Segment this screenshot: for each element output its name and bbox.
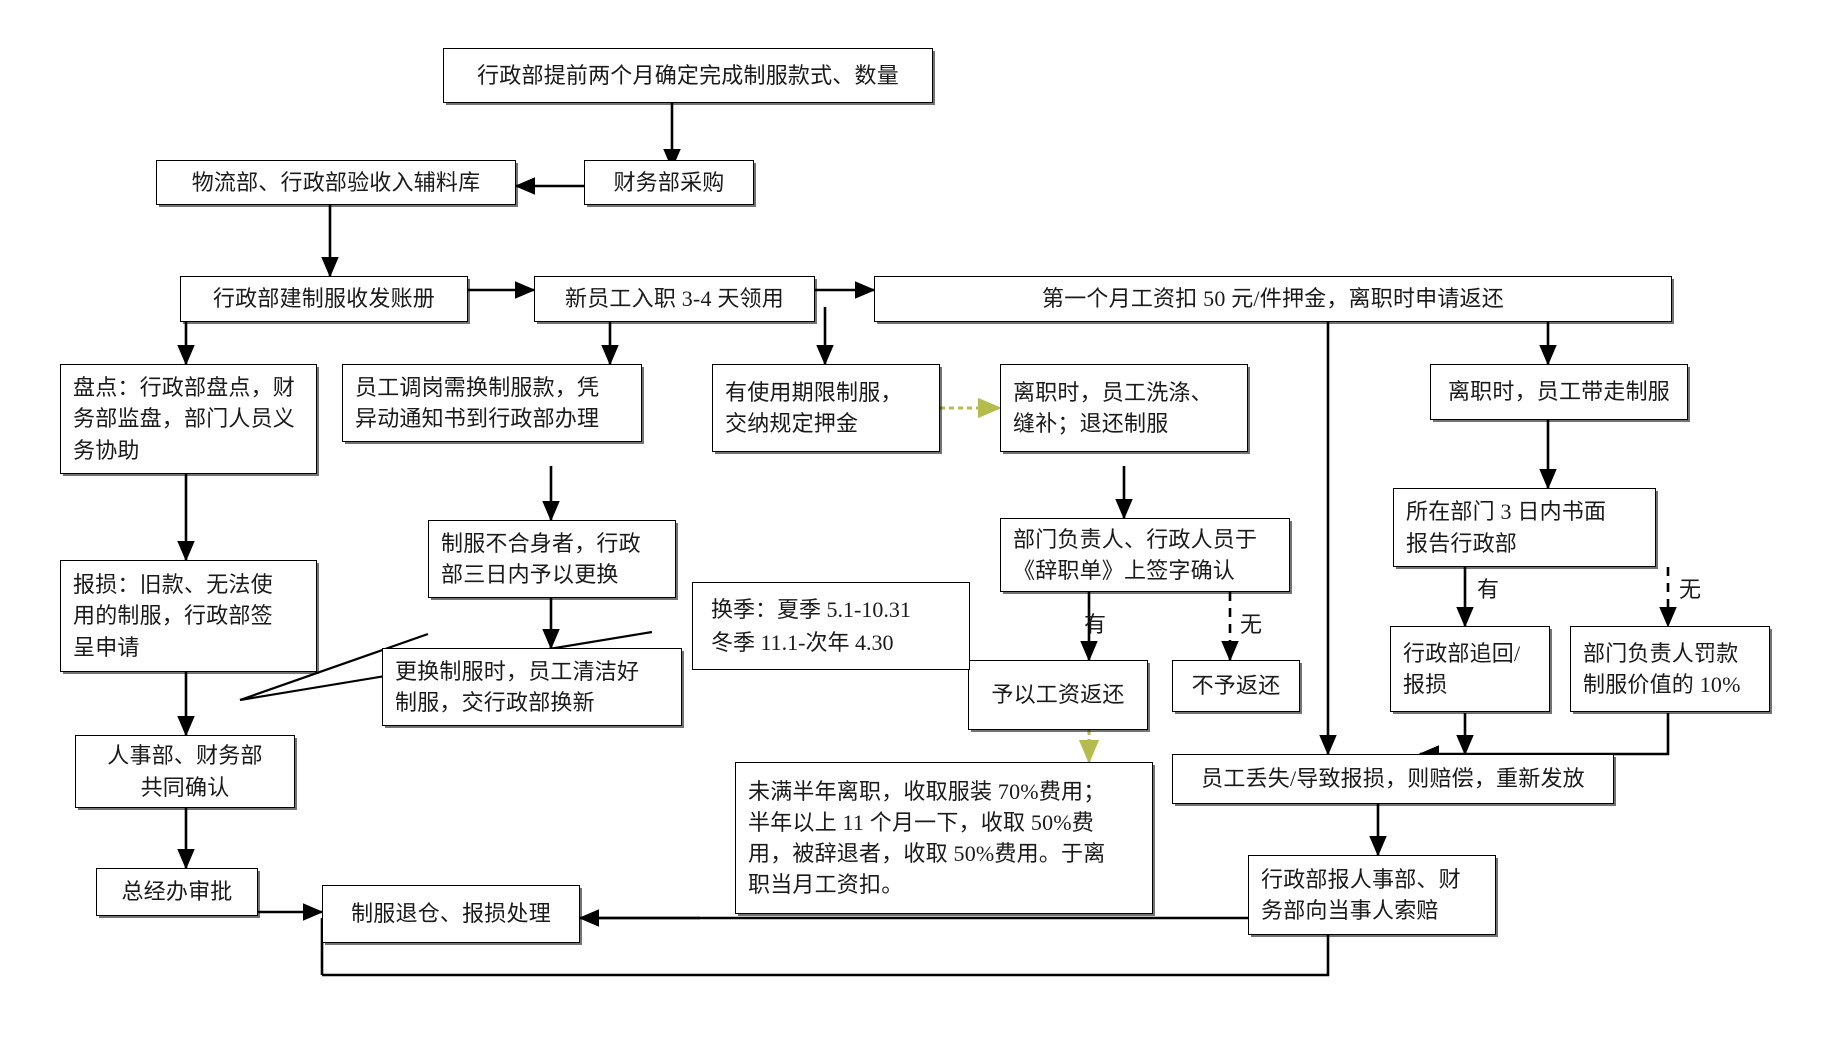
- clean-exchange-line-2: 制服，交行政部换新: [395, 690, 595, 715]
- new-employee-box[interactable]: 新员工入职 3-4 天领用: [534, 276, 815, 322]
- limited-life-line-2: 交纳规定押金: [725, 411, 859, 436]
- season-change-line-2: 冬季 11.1-次年 4.30: [711, 630, 894, 655]
- resign-take-box[interactable]: 离职时，员工带走制服: [1430, 364, 1688, 420]
- written-report-box[interactable]: 所在部门 3 日内书面 报告行政部: [1393, 488, 1656, 567]
- deposit-label: 第一个月工资扣 50 元/件押金，离职时申请返还: [1042, 286, 1504, 312]
- resign-take-label: 离职时，员工带走制服: [1447, 379, 1670, 405]
- resign-wash-line-1: 离职时，员工洗涤、: [1013, 379, 1213, 405]
- resign-fee-line-2: 半年以上 11 个月一下，收取 50%费: [748, 809, 1095, 835]
- no-refund-box[interactable]: 不予返还: [1172, 660, 1300, 712]
- admin-claim-box[interactable]: 行政部报人事部、财 务部向当事人索赔: [1248, 855, 1496, 935]
- finance-purchase-box[interactable]: 财务部采购: [584, 160, 754, 205]
- resign-fee-line-4: 职当月工资扣。: [748, 872, 904, 898]
- sign-confirm-line-1: 部门负责人、行政人员于: [1013, 526, 1258, 552]
- hr-finance-confirm-box[interactable]: 人事部、财务部 共同确认: [75, 735, 295, 808]
- no-refund-label: 不予返还: [1191, 673, 1281, 699]
- sign-confirm-line-2: 《辞职单》上签字确认: [1013, 558, 1236, 583]
- resign-fee-note-box[interactable]: 未满半年离职，收取服装 70%费用； 半年以上 11 个月一下，收取 50%费 …: [735, 762, 1153, 914]
- edge-label-you-left: 有: [1084, 612, 1107, 637]
- clean-exchange-box[interactable]: 更换制服时，员工清洁好 制服，交行政部换新: [382, 648, 682, 726]
- transfer-change-line-2: 异动通知书到行政部办理: [355, 406, 600, 431]
- hr-finance-line-1: 人事部、财务部: [107, 743, 263, 769]
- sign-confirm-box[interactable]: 部门负责人、行政人员于 《辞职单》上签字确认: [1000, 518, 1290, 592]
- inventory-box[interactable]: 盘点：行政部盘点，财 务部监盘，部门人员义 务协助: [60, 364, 317, 474]
- damage-report-box[interactable]: 报损：旧款、无法使 用的制服，行政部签 呈申请: [60, 560, 317, 672]
- ledger-label: 行政部建制服收发账册: [212, 286, 435, 312]
- hr-finance-line-2: 共同确认: [140, 774, 230, 800]
- edge-label-you-right: 有: [1477, 577, 1500, 602]
- edge-label-wu-right: 无: [1679, 577, 1702, 602]
- resign-wash-line-2: 缝补；退还制服: [1013, 411, 1169, 436]
- not-fit-line-2: 部三日内予以更换: [441, 562, 619, 587]
- written-report-line-2: 报告行政部: [1406, 530, 1518, 556]
- inventory-line-3: 务协助: [73, 437, 140, 463]
- damage-report-line-3: 呈申请: [73, 634, 140, 660]
- return-warehouse-label: 制服退仓、报损处理: [351, 901, 551, 927]
- manager-fine-line-2: 制服价值的 10%: [1583, 672, 1741, 697]
- admin-recover-line-2: 报损: [1403, 672, 1448, 697]
- edge-label-wu-left: 无: [1240, 612, 1263, 637]
- salary-refund-label: 予以工资返还: [991, 682, 1125, 708]
- lost-compensate-label: 员工丢失/导致报损，则赔偿，重新发放: [1201, 766, 1585, 792]
- logistics-acceptance-box[interactable]: 物流部、行政部验收入辅料库: [156, 160, 516, 205]
- transfer-change-line-1: 员工调岗需换制服款，凭: [355, 374, 600, 400]
- new-employee-label: 新员工入职 3-4 天领用: [565, 286, 784, 312]
- damage-report-line-2: 用的制服，行政部签: [73, 603, 273, 629]
- resign-wash-box[interactable]: 离职时，员工洗涤、 缝补；退还制服: [1000, 364, 1248, 452]
- resign-fee-line-1: 未满半年离职，收取服装 70%费用；: [748, 778, 1106, 804]
- admin-recover-box[interactable]: 行政部追回/ 报损: [1390, 626, 1550, 712]
- uniform-plan-box[interactable]: 行政部提前两个月确定完成制服款式、数量: [443, 48, 933, 103]
- inventory-line-1: 盘点：行政部盘点，财: [73, 375, 296, 401]
- damage-report-line-1: 报损：旧款、无法使: [73, 572, 273, 598]
- transfer-change-box[interactable]: 员工调岗需换制服款，凭 异动通知书到行政部办理: [342, 364, 642, 442]
- manager-fine-box[interactable]: 部门负责人罚款 制服价值的 10%: [1570, 626, 1770, 712]
- season-change-line-1: 换季：夏季 5.1-10.31: [711, 597, 911, 622]
- finance-purchase-label: 财务部采购: [613, 169, 725, 195]
- salary-refund-box[interactable]: 予以工资返还: [968, 660, 1148, 730]
- ledger-box[interactable]: 行政部建制服收发账册: [180, 276, 468, 322]
- admin-recover-line-1: 行政部追回/: [1403, 640, 1521, 666]
- admin-claim-line-2: 务部向当事人索赔: [1261, 898, 1439, 923]
- written-report-line-1: 所在部门 3 日内书面: [1406, 499, 1607, 525]
- uniform-plan-label: 行政部提前两个月确定完成制服款式、数量: [477, 62, 899, 88]
- admin-claim-line-1: 行政部报人事部、财: [1261, 866, 1461, 892]
- logistics-acceptance-label: 物流部、行政部验收入辅料库: [191, 169, 481, 195]
- season-change-callout[interactable]: 换季：夏季 5.1-10.31 冬季 11.1-次年 4.30: [692, 582, 970, 670]
- gm-approval-label: 总经办审批: [121, 879, 233, 905]
- gm-approval-box[interactable]: 总经办审批: [96, 868, 258, 916]
- limited-life-line-1: 有使用期限制服，: [725, 379, 903, 405]
- not-fit-box[interactable]: 制服不合身者，行政 部三日内予以更换: [428, 520, 676, 598]
- inventory-line-2: 务部监盘，部门人员义: [73, 406, 296, 432]
- resign-fee-line-3: 用，被辞退者，收取 50%费用。于离: [748, 841, 1106, 866]
- lost-compensate-box[interactable]: 员工丢失/导致报损，则赔偿，重新发放: [1172, 754, 1614, 804]
- clean-exchange-line-1: 更换制服时，员工清洁好: [395, 658, 640, 684]
- manager-fine-line-1: 部门负责人罚款: [1583, 640, 1739, 666]
- limited-life-box[interactable]: 有使用期限制服， 交纳规定押金: [712, 364, 940, 452]
- deposit-box[interactable]: 第一个月工资扣 50 元/件押金，离职时申请返还: [874, 276, 1672, 322]
- not-fit-line-1: 制服不合身者，行政: [441, 530, 641, 556]
- return-warehouse-box[interactable]: 制服退仓、报损处理: [322, 885, 580, 943]
